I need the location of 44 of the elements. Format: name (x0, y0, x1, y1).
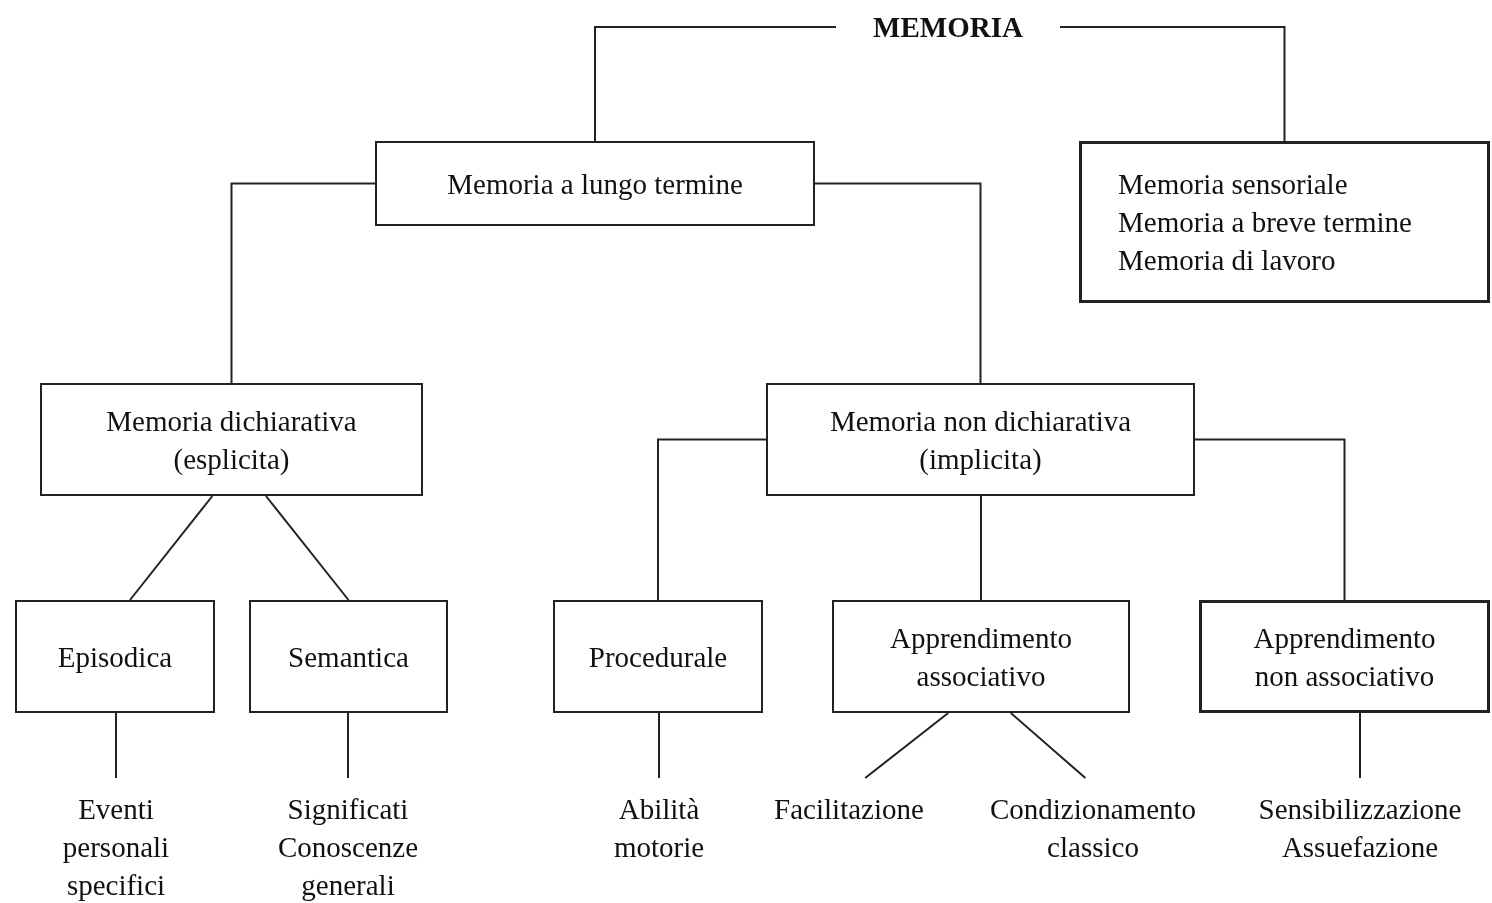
node-label: Episodica (57, 639, 173, 675)
node-label: Facilitazione (774, 792, 924, 827)
connector-line (129, 495, 214, 601)
node-label: Apprendimento associativo (889, 620, 1073, 694)
connector-line (594, 26, 837, 142)
connector-line (1359, 712, 1361, 779)
node-label: Condizionamento classico (988, 792, 1198, 865)
connector-line (1194, 438, 1346, 601)
process-box (1199, 600, 1490, 713)
connector-line (658, 712, 660, 779)
node-label: Procedurale (588, 639, 728, 675)
process-box (249, 600, 448, 713)
connector-line (115, 712, 117, 779)
node-label: Eventi personali specifici (61, 792, 171, 903)
connector-line (230, 182, 376, 384)
node-label: Memoria di lavoro (1118, 243, 1336, 278)
node-label: Memoria a lungo termine (447, 166, 743, 202)
connector-line (980, 495, 982, 601)
process-box (1079, 141, 1490, 303)
node-label: Conoscenze generali (276, 830, 420, 903)
node-label: Memoria a breve termine (1118, 205, 1412, 240)
process-box (375, 141, 815, 226)
process-box (766, 383, 1195, 496)
connector-line (864, 712, 950, 779)
node-label: Assuefazione (1281, 830, 1439, 865)
node-label: Significati (287, 792, 409, 827)
connector-line (264, 495, 350, 601)
process-box (40, 383, 423, 496)
connector-line (1059, 26, 1286, 142)
connector-line (814, 182, 982, 384)
node-label: Semantica (288, 639, 409, 675)
node-label: Memoria dichiarativa (esplicita) (105, 403, 358, 477)
connector-line (1009, 712, 1087, 779)
node-label: Sensibilizzazione (1258, 792, 1462, 827)
process-box (553, 600, 763, 713)
diagram-heading: MEMORIA (873, 10, 1023, 45)
node-label: Memoria non dichiarativa (implicita) (828, 403, 1133, 477)
connector-line (657, 438, 767, 601)
process-box (15, 600, 215, 713)
connector-line (347, 712, 349, 779)
node-label: Apprendimento non associativo (1252, 620, 1437, 694)
node-label: Abilità motorie (612, 792, 706, 865)
process-box (832, 600, 1130, 713)
node-label: Memoria sensoriale (1118, 167, 1348, 202)
